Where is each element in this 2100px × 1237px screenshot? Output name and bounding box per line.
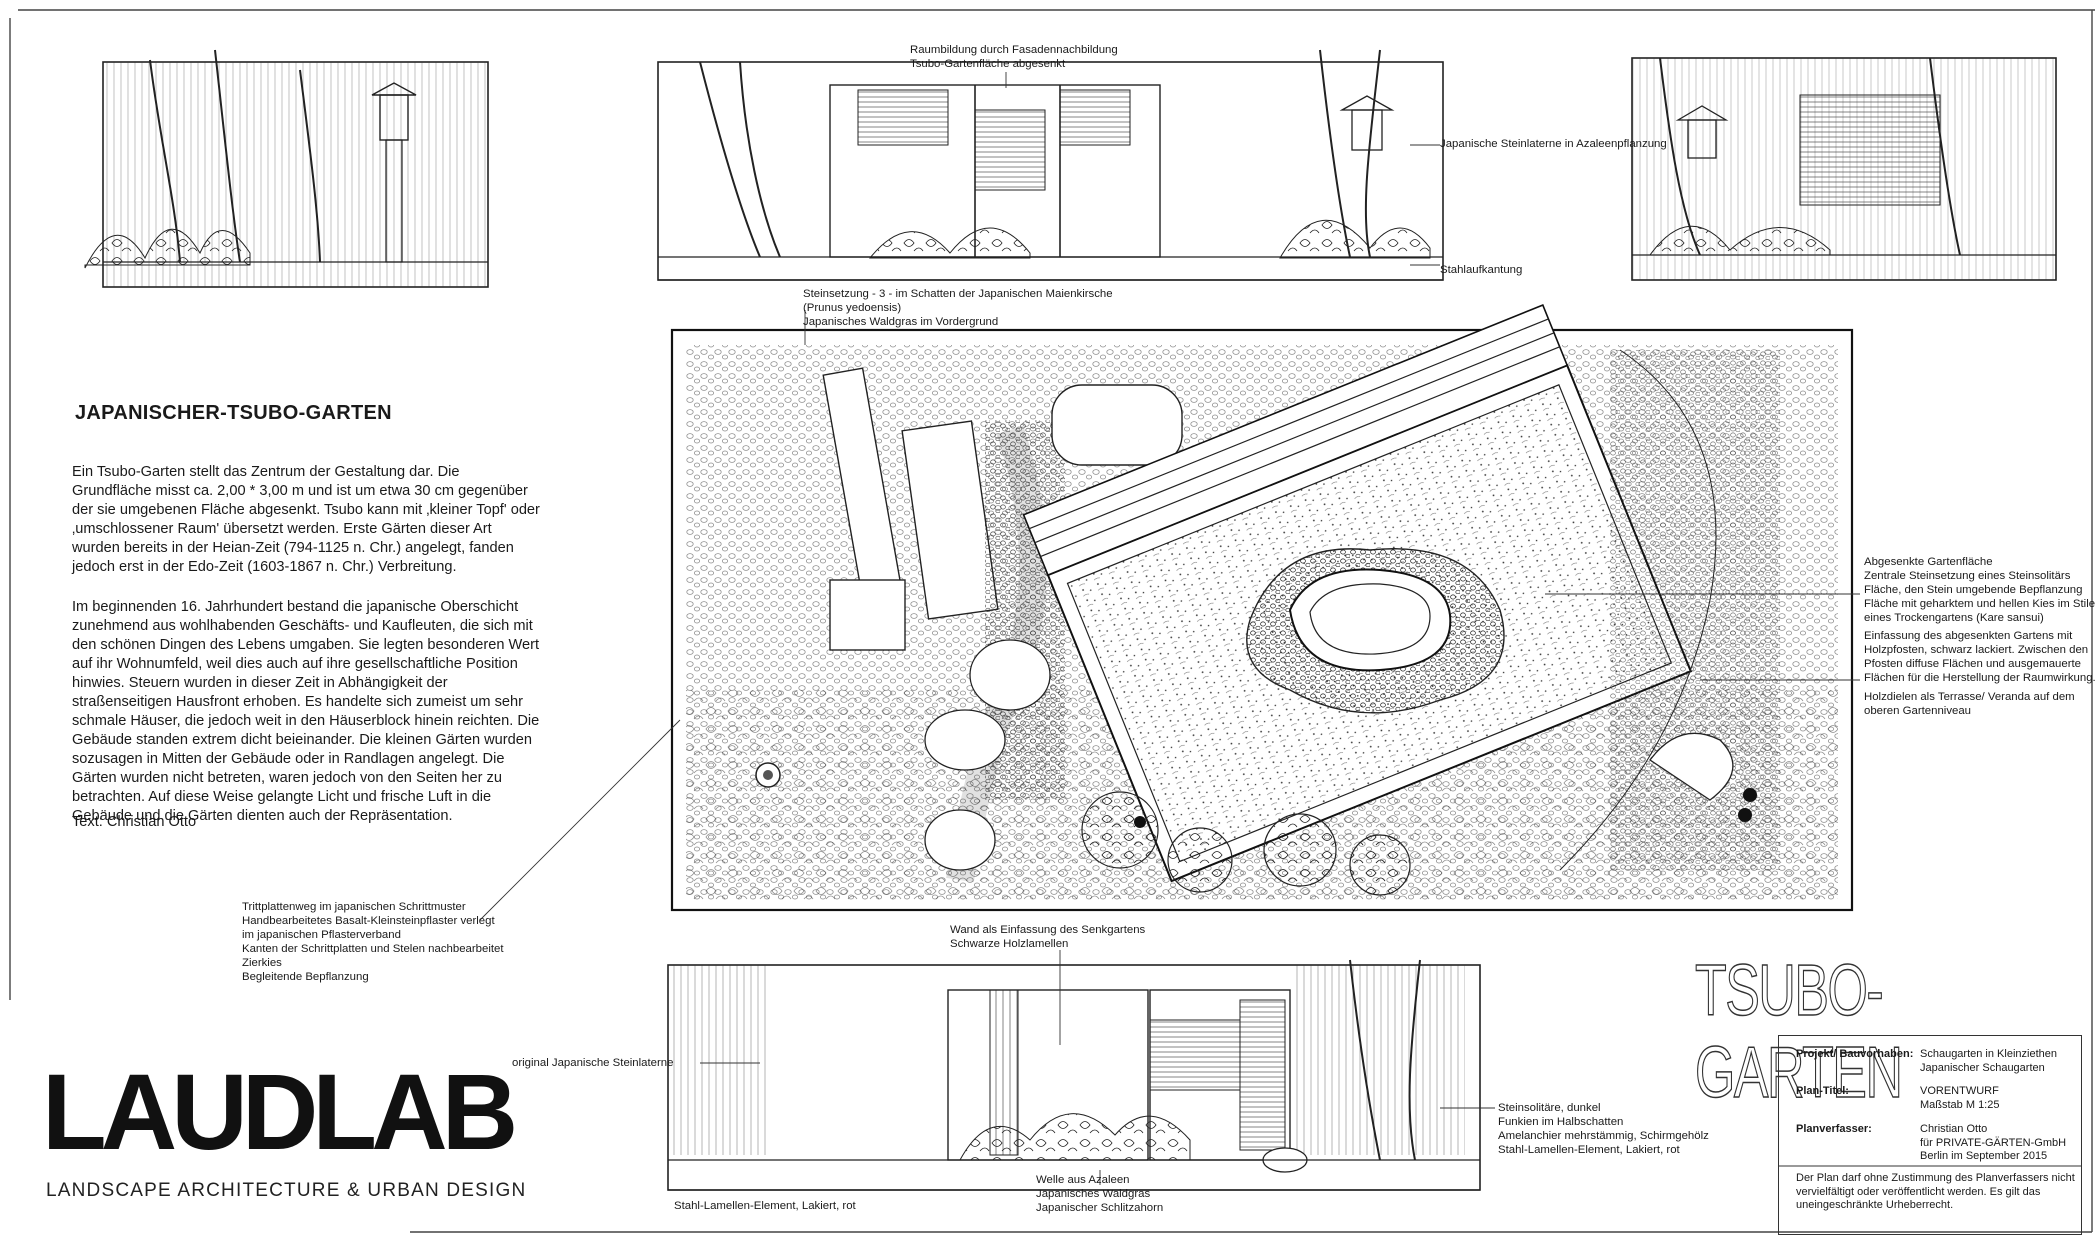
tb-plan-val: VORENTWURF Maßstab M 1:25: [1920, 1085, 2000, 1111]
label-stahl-lamellen: Stahl-Lamellen-Element, Lakiert, rot: [674, 1200, 856, 1212]
label-stahlkantung: Stahlaufkantung: [1440, 264, 1523, 276]
tb-plan-key: Plan-Titel:: [1796, 1085, 1849, 1097]
intro-paragraph-1: Ein Tsubo-Garten stellt das Zentrum der …: [72, 464, 540, 575]
elevation-left: [84, 49, 489, 288]
tb-copyright-note: Der Plan darf ohne Zustimmung des Planve…: [1796, 1172, 2075, 1211]
label-steinsetzung: Steinsetzung - 3 - im Schatten der Japan…: [803, 288, 1113, 328]
label-fassade: Raumbildung durch Fasadennachbildung Tsu…: [910, 44, 1118, 70]
label-steinsolitaere: Steinsolitäre, dunkel Funkien im Halbsch…: [1498, 1102, 1709, 1156]
label-welle: Welle aus Azaleen Japanisches Waldgras J…: [1036, 1174, 1164, 1214]
plan-view: [670, 303, 1854, 912]
leader-lines: [479, 72, 1860, 1185]
intro-paragraph-2: Im beginnenden 16. Jahrhundert bestand d…: [72, 599, 540, 824]
label-trittplatten: Trittplattenweg im japanischen Schrittmu…: [242, 901, 504, 983]
label-gartenflaeche: Abgesenkte Gartenfläche Zentrale Steinse…: [1864, 556, 2096, 624]
intro-title: JAPANISCHER-TSUBO-GARTEN: [75, 402, 392, 424]
tb-planverfasser-val: Christian Otto für PRIVATE-GÄRTEN-GmbH B…: [1920, 1123, 2067, 1162]
logo-subtitle: LANDSCAPE ARCHITECTURE & URBAN DESIGN: [46, 1180, 527, 1201]
label-wand: Wand als Einfassung des Senkgartens Schw…: [950, 924, 1146, 950]
label-holzdielen: Holzdielen als Terrasse/ Veranda auf dem…: [1864, 691, 2075, 717]
label-einfassung: Einfassung des abgesenkten Gartens mit H…: [1864, 630, 2096, 684]
label-steinlaterne-azalee: Japanische Steinlaterne in Azaleenpflanz…: [1440, 138, 1667, 150]
label-steinlaterne-original: original Japanische Steinlaterne: [512, 1057, 674, 1069]
tb-projekt-key: Projekt/ Bauvorhaben:: [1796, 1048, 1914, 1060]
tb-projekt-val: Schaugarten in Kleinziethen Japanischer …: [1920, 1048, 2057, 1074]
title-block: [1778, 1035, 2082, 1235]
elevation-right: [1631, 57, 2057, 281]
elevation-bottom: [667, 959, 1481, 1191]
elevation-center: [657, 49, 1444, 281]
intro-credit: Text: Christian Otto: [72, 814, 197, 830]
plan-big-title: TSUBO-GARTEN: [1694, 950, 1903, 1114]
logo-wordmark: LAUDLAB: [42, 1051, 518, 1172]
tb-planverfasser-key: Planverfasser:: [1796, 1123, 1872, 1135]
